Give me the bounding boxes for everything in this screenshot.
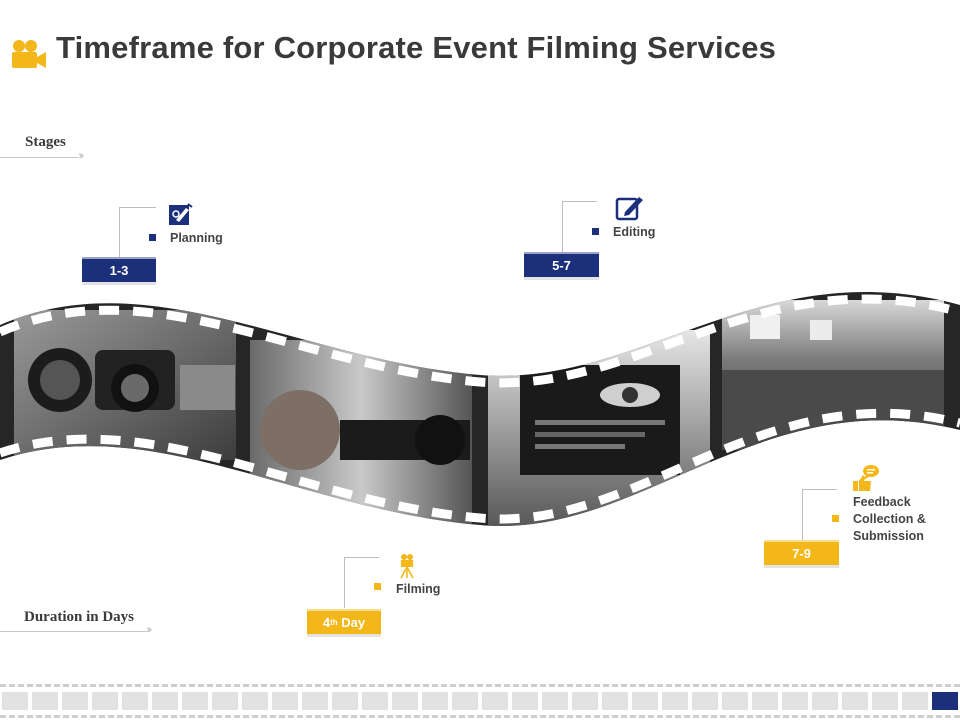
feedback-icon: [853, 465, 879, 491]
film-bar-tick: [842, 692, 868, 710]
film-bar-tick: [662, 692, 688, 710]
duration-label: Duration in Days: [24, 609, 135, 625]
filming-duration-sup: th: [330, 618, 338, 627]
header-icon: [10, 38, 48, 70]
film-bar-tick: [212, 692, 238, 710]
film-bar-tick: [602, 692, 628, 710]
film-bar-tick: [332, 692, 358, 710]
edit-icon: [615, 197, 643, 221]
frame-conference-audience: [722, 300, 944, 450]
stages-chevrons: ›››››: [78, 150, 85, 162]
feedback-label-line-1: Feedback: [853, 495, 911, 509]
film-bar-tick: [632, 692, 658, 710]
frame-cameraman: [250, 340, 472, 526]
film-bar-tick: [482, 692, 508, 710]
tripod-camera-icon: [400, 554, 414, 579]
film-bar-tick: [62, 692, 88, 710]
feedback-label-line-3: Submission: [853, 529, 924, 543]
film-bar-tick: [932, 692, 958, 710]
film-bar-tick: [242, 692, 268, 710]
planning-dot: [149, 234, 156, 241]
planning-icon: [168, 202, 194, 226]
feedback-dot: [832, 515, 839, 522]
feedback-icon: [851, 463, 881, 493]
bottom-film-bar: [0, 684, 960, 720]
planning-label: Planning: [170, 231, 223, 245]
feedback-duration: 7-9: [792, 546, 811, 561]
editing-icon: [615, 194, 645, 222]
film-bar-tick: [512, 692, 538, 710]
stages-label: Stages: [25, 134, 66, 150]
frame-video-editing: [488, 330, 710, 526]
film-bar-tick: [32, 692, 58, 710]
film-bar-tick: [122, 692, 148, 710]
film-bar-tick: [152, 692, 178, 710]
feedback-connector: [802, 489, 837, 540]
filmstrip: [0, 291, 960, 526]
planning-duration-badge: 1-3: [82, 257, 156, 282]
film-bar-tick: [542, 692, 568, 710]
planning-duration: 1-3: [109, 263, 129, 278]
filming-label: Filming: [396, 582, 441, 596]
filming-duration-rest: Day: [337, 615, 366, 630]
film-bar-tick: [452, 692, 478, 710]
feedback-label-line-2: Collection &: [853, 512, 926, 526]
film-bar-tick: [572, 692, 598, 710]
editing-duration: 5-7: [552, 258, 571, 273]
film-bar-tick: [692, 692, 718, 710]
film-bar-tick: [92, 692, 118, 710]
film-bar-tick: [752, 692, 778, 710]
film-bar-tick: [362, 692, 388, 710]
film-bar-tick: [272, 692, 298, 710]
planning-icon: [169, 203, 193, 225]
editing-label: Editing: [613, 225, 656, 239]
film-bar-tick: [722, 692, 748, 710]
film-bar-tick: [422, 692, 448, 710]
film-bar-tick: [182, 692, 208, 710]
film-bar-tick: [2, 692, 28, 710]
duration-underline: [0, 631, 148, 632]
editing-connector: [562, 201, 597, 252]
film-bar-tick: [302, 692, 328, 710]
editing-dot: [592, 228, 599, 235]
film-bar-tick: [782, 692, 808, 710]
stages-underline: [0, 157, 78, 158]
film-bar-tick: [392, 692, 418, 710]
feedback-duration-badge: 7-9: [764, 540, 839, 565]
filming-duration-main: 4: [322, 615, 331, 630]
planning-connector: [119, 207, 156, 258]
frame-camera-gear: [14, 310, 236, 460]
feedback-label: Feedback Collection & Submission: [853, 494, 926, 545]
film-bar-tick: [902, 692, 928, 710]
film-bar-tick: [872, 692, 898, 710]
film-bar-tick: [812, 692, 838, 710]
video-camera-icon: [12, 40, 46, 68]
filming-icon: [398, 553, 416, 579]
page-title: Timeframe for Corporate Event Filming Se…: [56, 30, 777, 65]
filming-connector: [344, 557, 379, 608]
duration-chevrons: ›››››: [146, 624, 153, 636]
filming-dot: [374, 583, 381, 590]
editing-duration-badge: 5-7: [524, 252, 599, 277]
